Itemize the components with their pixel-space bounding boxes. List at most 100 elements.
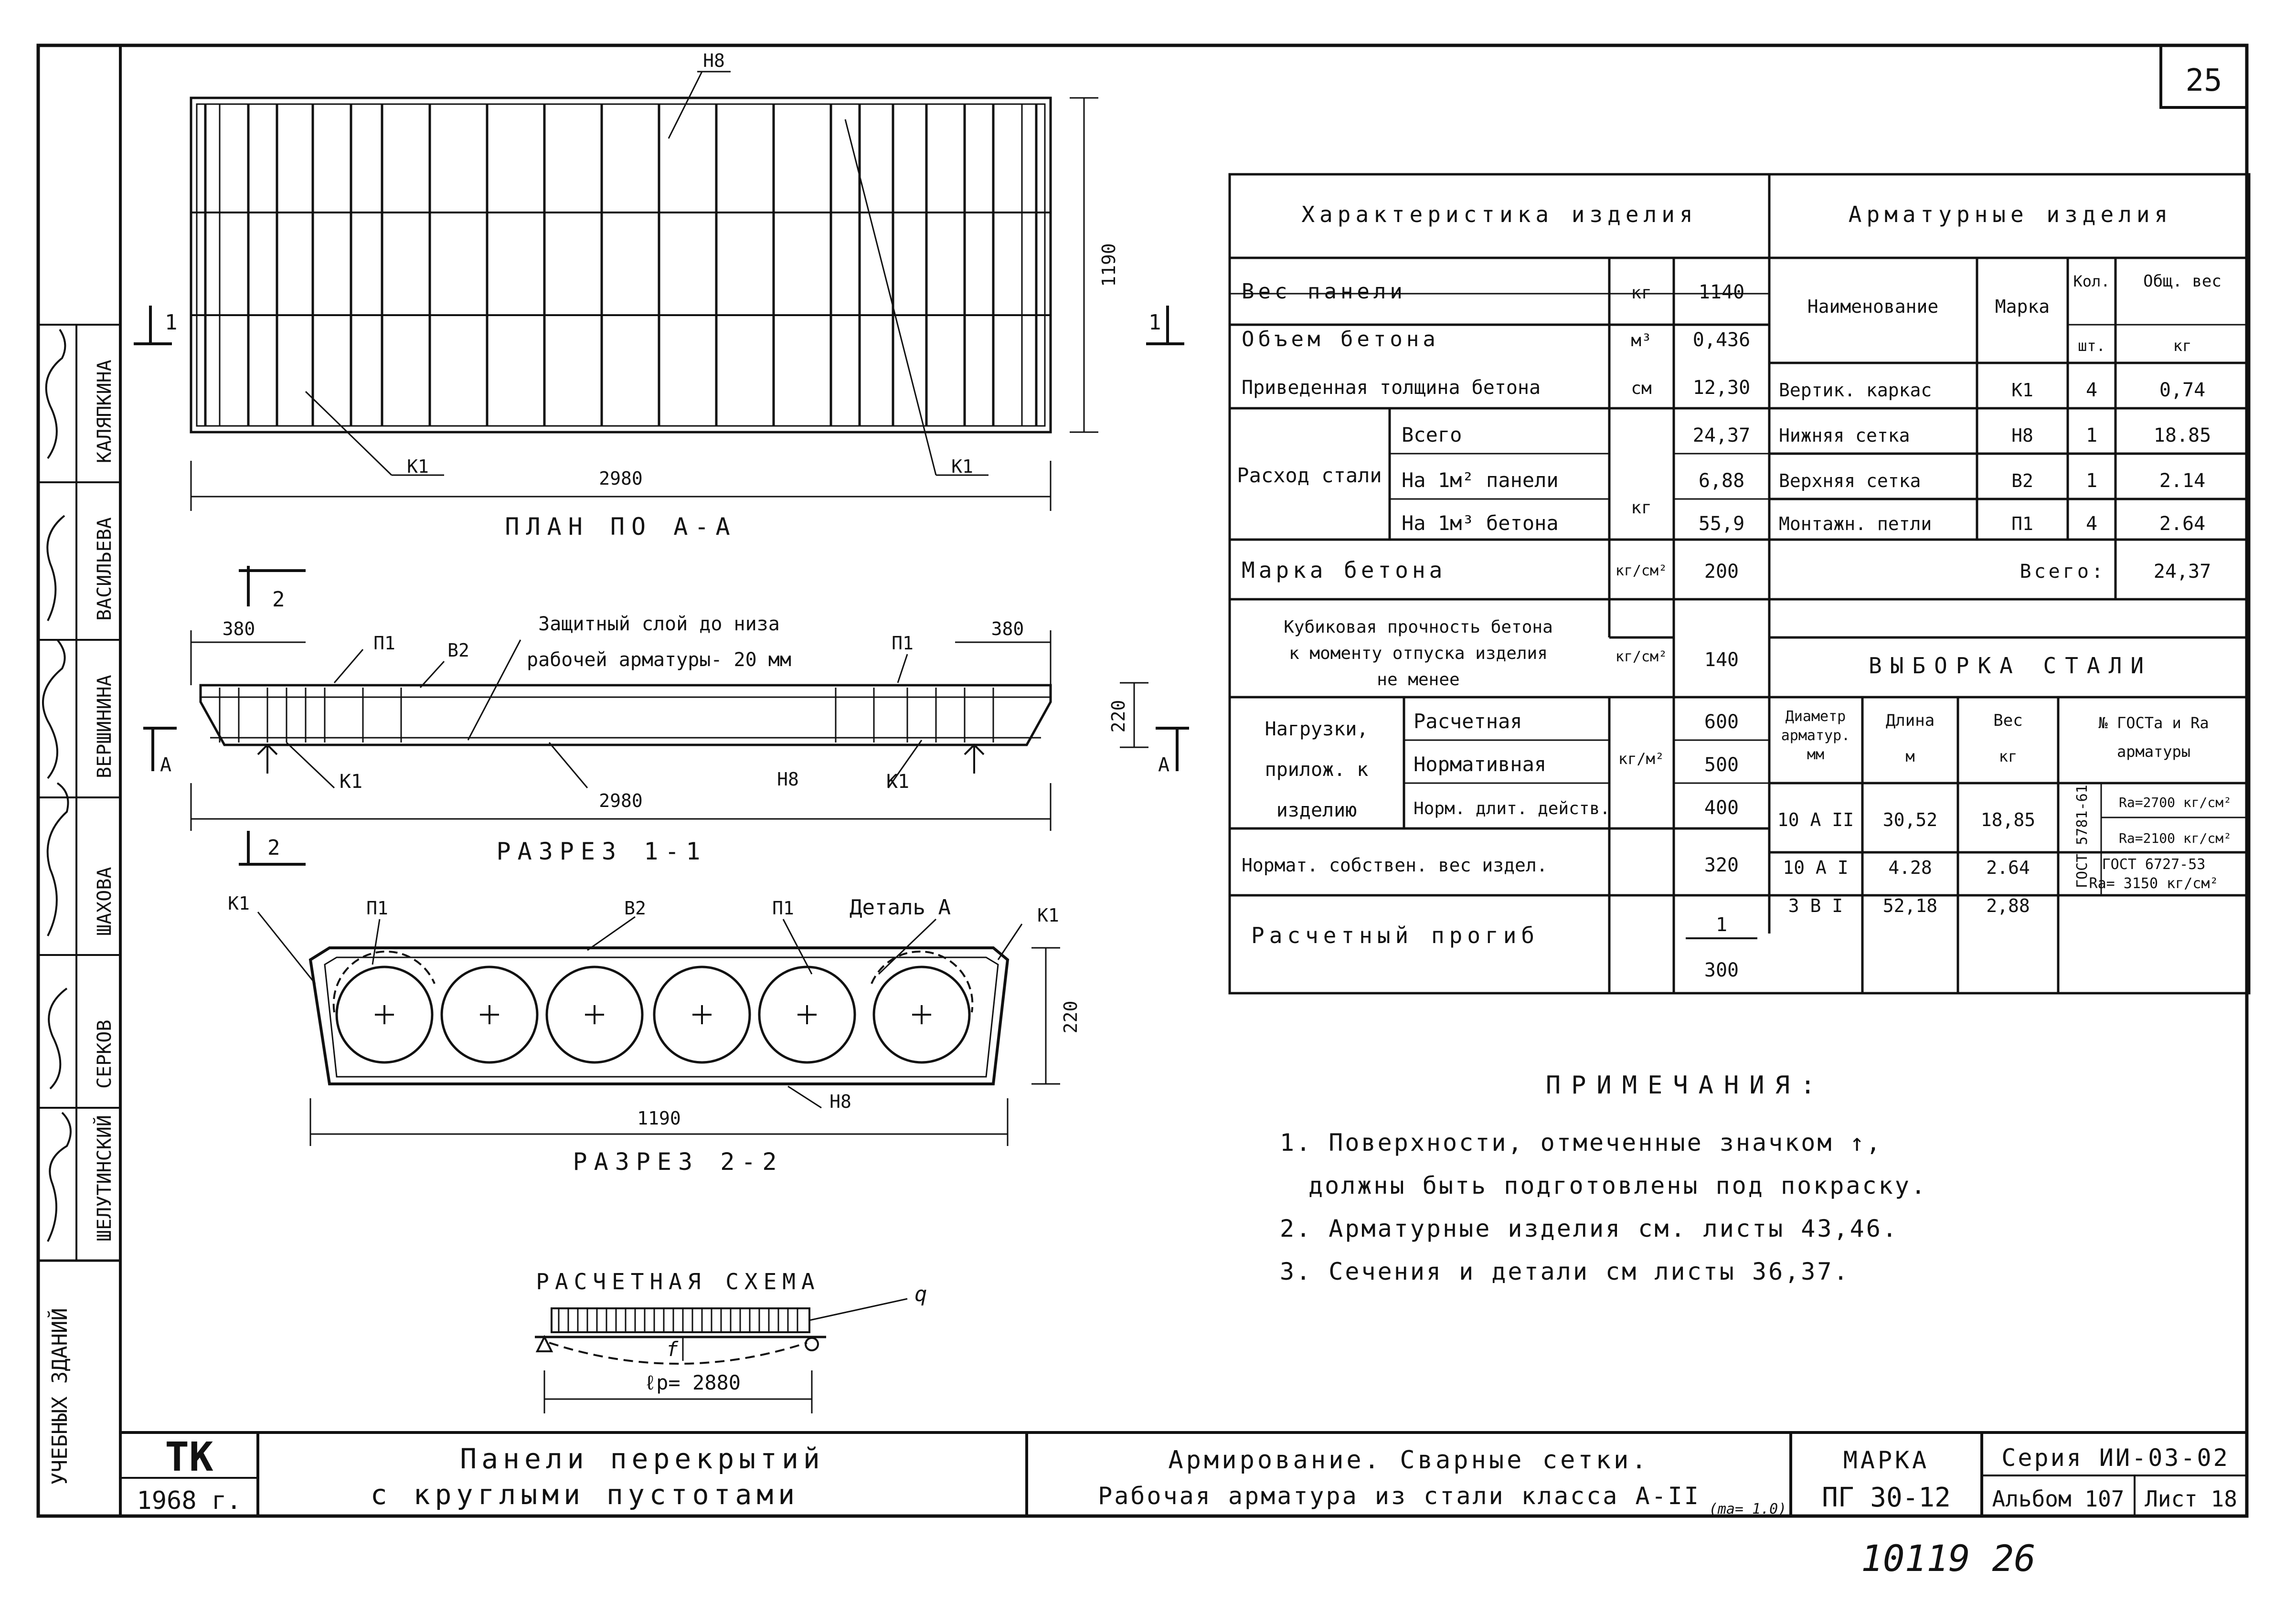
sheet-number: 25 (2185, 63, 2222, 98)
char-header-left: Характеристика изделия (1301, 202, 1697, 227)
side-name-5: ВАСИЛЬЕВА (94, 517, 116, 621)
vyb-col-w-2: кг (1999, 747, 2018, 765)
signature-4 (42, 639, 66, 779)
cube-strength-value: 140 (1704, 649, 1739, 671)
arm-row-2-kol: 1 (2086, 424, 2097, 446)
concrete-grade-unit: кг/см² (1616, 562, 1667, 579)
sec11-a-right: А (1158, 754, 1169, 776)
sec11-caption: РАЗРЕЗ 1-1 (496, 838, 707, 865)
char-row-volume-value: 0,436 (1693, 329, 1750, 351)
plan-h8-label: Н8 (703, 50, 725, 71)
sec22-detail: Деталь А (850, 895, 951, 920)
sheet-frame (36, 43, 2249, 1518)
plan-k1-right: К1 (951, 456, 973, 477)
steel-sub-total: Всего (1402, 423, 1462, 446)
char-header-right: Арматурные изделия (1849, 202, 2173, 227)
sec22-caption: РАЗРЕЗ 2-2 (573, 1148, 783, 1176)
loads-normative: Нормативная (1414, 753, 1546, 776)
vyb-gost-1: ГОСТ 5781-61 (2074, 785, 2091, 888)
char-row-weight-unit: кг (1631, 283, 1651, 303)
scheme-span: ℓр= 2880 (644, 1371, 741, 1394)
arm-col-name: Наименование (1807, 296, 1939, 317)
arm-col-ves-2: кг (2173, 337, 2192, 355)
vyb-row-3-w: 2,88 (1986, 895, 2030, 916)
title-block-grid (120, 1431, 2247, 1516)
sec11-dim-right: 380 (991, 618, 1024, 639)
sec11-dim-left: 380 (223, 618, 255, 639)
arm-row-1-ves: 0,74 (2159, 379, 2205, 401)
deflection-den: 300 (1704, 959, 1739, 981)
char-table-grid (1228, 173, 2251, 995)
sec11-h8: Н8 (777, 769, 799, 790)
sec22-k1-left: К1 (228, 893, 250, 914)
char-row-weight: Вес панели (1242, 279, 1406, 304)
stamp-number: 10119 26 (1861, 1537, 2036, 1580)
arm-row-2-name: Нижняя сетка (1779, 425, 1910, 446)
vyb-row-2-len: 4.28 (1888, 857, 1932, 878)
arm-total-value: 24,37 (2154, 561, 2211, 583)
arm-row-4-name: Монтажн. петли (1779, 513, 1932, 534)
arm-row-3-ves: 2.14 (2159, 470, 2205, 492)
arm-row-3-name: Верхняя сетка (1779, 470, 1921, 491)
loads-label-3: изделию (1276, 799, 1357, 821)
tb-album: Альбом 107 (1992, 1486, 2125, 1512)
self-weight-label: Нормат. собствен. вес издел. (1242, 855, 1548, 876)
note-1a: 1. Поверхности, отмеченные значком ↑, (1280, 1129, 1882, 1156)
arm-row-1-kol: 4 (2086, 379, 2097, 401)
plan-sec-left: 1 (165, 310, 178, 335)
vyb-row-1-w: 18,85 (1981, 809, 2035, 830)
notes-title: ПРИМЕЧАНИЯ: (1546, 1071, 1826, 1100)
char-row-thickness-value: 12,30 (1693, 377, 1750, 399)
steel-sub-m3: На 1м³ бетона (1402, 511, 1559, 535)
steel-sub-m3-value: 55,9 (1699, 513, 1744, 535)
sec22-width-dim: 1190 (637, 1108, 681, 1129)
tb-year: 1968 г. (137, 1486, 241, 1515)
side-stamp: УЧЕБНЫХ ЗДАНИЙ ШЕЛУТИНСКИЙ СЕРКОВ ШАХОВА… (42, 329, 116, 1485)
sec11-p1-left: П1 (373, 633, 395, 654)
arm-col-kol-2: шт. (2078, 337, 2105, 355)
sec22-h8: Н8 (829, 1091, 851, 1112)
arm-col-marka: Марка (1995, 296, 2050, 317)
note-3: 3. Сечения и детали см листы 36,37. (1280, 1258, 1850, 1285)
loads-long: Норм. длит. действ. (1414, 799, 1610, 818)
signature-5 (46, 515, 65, 621)
section-1-1 (143, 566, 1189, 866)
side-stamp-title: УЧЕБНЫХ ЗДАНИЙ (47, 1308, 72, 1485)
sec11-v2: В2 (447, 640, 469, 661)
side-name-6: КАЛЯПКИНА (94, 360, 116, 463)
tb-desc-2: Рабочая арматура из стали класса А-II (1098, 1482, 1701, 1510)
cube-strength-1: Кубиковая прочность бетона (1284, 617, 1553, 637)
char-row-volume: Объем бетона (1242, 327, 1439, 351)
cube-strength-unit: кг/см² (1616, 648, 1667, 665)
section-2-2 (257, 912, 1060, 1146)
vyb-gost-3a: ГОСТ 6727-53 (2102, 856, 2206, 873)
plan-view (134, 71, 1184, 511)
tb-tk: ТК (165, 1433, 213, 1480)
sec11-note-1: Защитный слой до низа (538, 613, 780, 635)
char-row-volume-unit: м³ (1631, 331, 1651, 350)
concrete-grade-value: 200 (1704, 561, 1739, 583)
char-row-thickness-unit: см (1631, 379, 1651, 398)
sec11-height-dim: 220 (1108, 700, 1129, 733)
vyb-col-w-1: Вес (1993, 711, 2022, 730)
void-4 (653, 965, 751, 1064)
plan-caption: ПЛАН ПО А-А (505, 513, 736, 541)
steel-unit: кг (1631, 498, 1651, 518)
tb-name-2: с круглыми пустотами (371, 1478, 799, 1511)
sec22-height-dim: 220 (1060, 1001, 1081, 1034)
vyb-col-len-1: Длина (1886, 711, 1935, 730)
vyb-col-g-1: № ГОСТа и Ra (2098, 714, 2209, 732)
tb-series: Серия ИИ-03-02 (2001, 1444, 2229, 1472)
void-3 (545, 965, 644, 1064)
arm-row-4-kol: 4 (2086, 513, 2097, 535)
deflection-num: 1 (1716, 914, 1727, 936)
arm-col-kol-1: Кол. (2073, 272, 2110, 290)
scheme-f: f (666, 1337, 679, 1361)
sec22-k1-right: К1 (1037, 905, 1059, 926)
steel-sub-m2: На 1м² панели (1402, 468, 1559, 492)
arm-row-3-marka: В2 (2011, 470, 2033, 491)
tb-name-1: Панели перекрытий (460, 1443, 825, 1475)
arm-col-ves-1: Общ. вес (2143, 272, 2222, 291)
side-name-3: ШАХОВА (94, 867, 116, 936)
